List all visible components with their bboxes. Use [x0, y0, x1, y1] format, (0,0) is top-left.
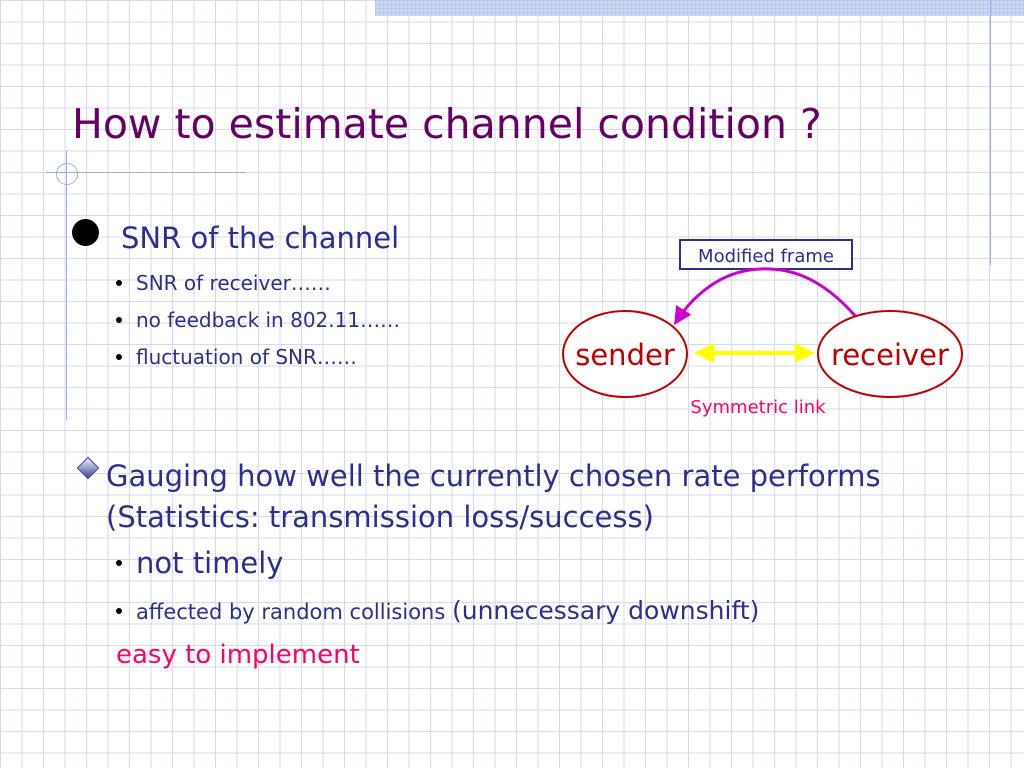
- frame-arc-arrow: [674, 267, 859, 326]
- list-item-text: SNR of receiver……: [136, 271, 331, 295]
- slide-title: How to estimate channel condition ?: [72, 100, 822, 148]
- list-item: not timely: [116, 546, 283, 580]
- list-item-text: affected by random collisions: [136, 600, 452, 624]
- list-item-text: no feedback in 802.11……: [136, 308, 401, 332]
- list-item-text: fluctuation of SNR……: [136, 345, 357, 369]
- dot-bullet-icon: [116, 316, 122, 323]
- dot-bullet-icon: [116, 279, 122, 286]
- title-underline-rule: [46, 172, 246, 173]
- ring-ornament: [56, 163, 78, 185]
- dot-bullet-icon: [116, 560, 122, 566]
- receiver-label: receiver: [831, 338, 949, 372]
- dot-bullet-icon: [116, 353, 122, 360]
- sender-label: sender: [575, 338, 675, 372]
- right-vertical-rule: [990, 0, 991, 265]
- left-vertical-rule: [66, 150, 67, 420]
- receiver-node: [817, 310, 963, 398]
- list-item: affected by random collisions (unnecessa…: [116, 596, 759, 625]
- list-item: no feedback in 802.11……: [116, 308, 400, 332]
- snr-heading: SNR of the channel: [121, 221, 400, 255]
- list-item: fluctuation of SNR……: [116, 345, 357, 369]
- bullet-icon: [72, 219, 99, 246]
- list-item: SNR of receiver……: [116, 271, 331, 295]
- list-item-text: not timely: [136, 546, 284, 580]
- gauging-heading: Gauging how well the currently chosen ra…: [106, 459, 881, 534]
- modified-frame-label: Modified frame: [698, 246, 834, 267]
- top-decoration-band: [375, 0, 1024, 16]
- sender-node: [562, 310, 688, 398]
- dot-bullet-icon: [116, 608, 122, 614]
- easy-note: easy to implement: [116, 640, 360, 670]
- symmetric-link-label: Symmetric link: [690, 397, 826, 418]
- list-item-emphasis: (unnecessary downshift): [451, 596, 760, 625]
